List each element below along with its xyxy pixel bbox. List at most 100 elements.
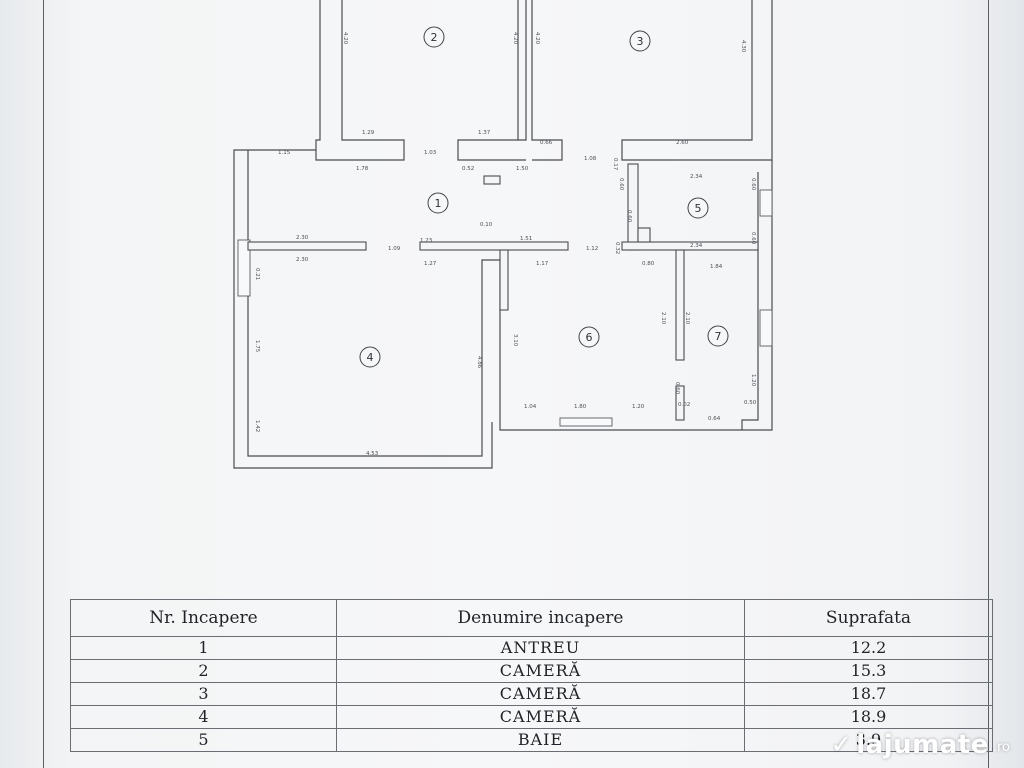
dimension-label: 0.60	[618, 178, 624, 191]
left-margin-line	[43, 0, 44, 768]
table-row: 1 ANTREU 12.2	[70, 636, 993, 660]
dimension-label: 1.23	[420, 238, 433, 244]
dimension-label: 0.10	[480, 222, 493, 228]
dimension-label: 4.20	[534, 32, 540, 45]
table-row: 3 CAMERĂ 18.7	[70, 682, 993, 706]
dimension-label: 4.86	[476, 356, 482, 369]
dimension-label: 2.10	[660, 312, 666, 325]
dimension-label: 0.50	[744, 400, 757, 406]
cell-room-number: 3	[70, 682, 337, 706]
cell-room-number: 2	[70, 659, 337, 683]
room-3-walls	[531, 0, 773, 161]
dimension-label: 1.15	[278, 150, 291, 156]
dimension-label: 0.60	[626, 210, 632, 223]
dimension-label: 2.34	[690, 174, 703, 180]
table-row: 4 CAMERĂ 18.9	[70, 705, 993, 729]
dimension-label: 1.27	[424, 261, 437, 267]
cell-room-name: CAMERĂ	[336, 682, 745, 706]
room-2-walls	[315, 0, 527, 161]
room-number-label: 7	[715, 330, 722, 343]
rooms-table: Nr. Incapere Denumire incapere Suprafata…	[70, 599, 993, 752]
dimension-label: 1.03	[424, 150, 437, 156]
dimension-label: 1.37	[478, 130, 491, 136]
dimension-label: 0.02	[678, 402, 690, 408]
dimension-label: 4.20	[342, 32, 348, 45]
dimension-label: 0.60	[750, 178, 756, 191]
room-number-label: 4	[367, 351, 374, 364]
cell-room-name: BAIE	[336, 728, 745, 752]
dimension-label: 1.12	[586, 246, 598, 252]
cell-room-name: CAMERĂ	[336, 659, 745, 683]
dimension-label: 1.51	[520, 236, 532, 242]
dimension-label: 1.80	[574, 404, 587, 410]
dimension-label: 3.10	[512, 334, 518, 347]
interior-walls	[247, 163, 759, 421]
watermark-logo-icon: ✓	[830, 730, 853, 760]
cell-room-number: 4	[70, 705, 337, 729]
dimension-label: 1.75	[254, 340, 260, 353]
dimension-label: 4.30	[740, 40, 746, 53]
table-row: 5 BAIE 3.9	[70, 728, 993, 752]
watermark-tld: .ro	[992, 740, 1010, 755]
dimension-label: 1.84	[710, 264, 723, 270]
right-margin-line	[988, 0, 989, 768]
dimension-label: 2.34	[690, 243, 703, 249]
table-row: 2 CAMERĂ 15.3	[70, 659, 993, 683]
dimension-label: 1.50	[516, 166, 529, 172]
dimension-label: 1.20	[632, 404, 645, 410]
room-number-marker: 5	[687, 197, 709, 219]
cell-room-name: ANTREU	[336, 636, 745, 660]
dimension-label: 1.42	[254, 420, 260, 432]
cell-area: 18.7	[744, 682, 993, 706]
cell-area: 15.3	[744, 659, 993, 683]
room-number-marker: 3	[629, 30, 651, 52]
room-number-marker: 7	[707, 325, 729, 347]
dimension-label: 0.64	[708, 416, 721, 422]
outer-walls	[233, 149, 773, 469]
dimension-label: 1.08	[584, 156, 597, 162]
cell-area: 18.9	[744, 705, 993, 729]
dimension-label: 0.60	[674, 382, 680, 395]
dimension-label: 2.30	[296, 257, 309, 263]
dimension-label: 1.29	[362, 130, 375, 136]
dimension-label: 4.53	[366, 451, 379, 457]
room-number-label: 1	[435, 197, 442, 210]
dimension-label: 1.20	[750, 374, 756, 387]
cell-room-name: CAMERĂ	[336, 705, 745, 729]
dimension-label: 1.04	[524, 404, 537, 410]
table-header-row: Nr. Incapere Denumire incapere Suprafata	[70, 599, 993, 637]
site-watermark: ✓ lajumate .ro	[830, 730, 1010, 760]
dimension-label: 1.78	[356, 166, 369, 172]
cell-room-number: 1	[70, 636, 337, 660]
cell-room-number: 5	[70, 728, 337, 752]
dimension-label: 0.60	[750, 232, 756, 245]
room-number-label: 2	[431, 31, 438, 44]
room-number-markers: 1 2 3 4 5 6 7	[359, 26, 729, 368]
room-number-marker: 1	[427, 192, 449, 214]
dimension-label: 1.17	[536, 261, 549, 267]
dimension-label: 0.21	[254, 268, 260, 280]
dimension-label: 4.20	[512, 32, 518, 45]
room-number-marker: 6	[578, 326, 600, 348]
dimension-label: 0.52	[462, 166, 474, 172]
room-number-marker: 2	[423, 26, 445, 48]
dimension-label: 2.60	[676, 140, 689, 146]
floor-plan: 4.20 4.20 4.20 4.30 1.29 1.37 0.66 2.60 1.15 1.78…	[233, 0, 773, 469]
room-number-label: 6	[586, 331, 593, 344]
dimension-label: 1.09	[388, 246, 401, 252]
cell-area: 3.9	[744, 728, 993, 752]
dimension-label: 2.30	[296, 235, 309, 241]
dimension-label: 0.80	[642, 261, 655, 267]
watermark-name: lajumate	[856, 730, 989, 760]
room-number-label: 3	[637, 35, 644, 48]
dimension-label: 0.32	[614, 242, 620, 254]
header-room-name: Denumire incapere	[336, 599, 745, 637]
dimension-label: 2.10	[684, 312, 690, 325]
room-number-marker: 4	[359, 346, 381, 368]
dimension-label: 0.17	[612, 158, 618, 171]
room-number-label: 5	[695, 202, 702, 215]
header-room-number: Nr. Incapere	[70, 599, 337, 637]
cell-area: 12.2	[744, 636, 993, 660]
dimension-labels: 4.20 4.20 4.20 4.30 1.29 1.37 0.66 2.60 1.15 1.78…	[254, 32, 757, 457]
dimension-label: 0.66	[540, 140, 553, 146]
